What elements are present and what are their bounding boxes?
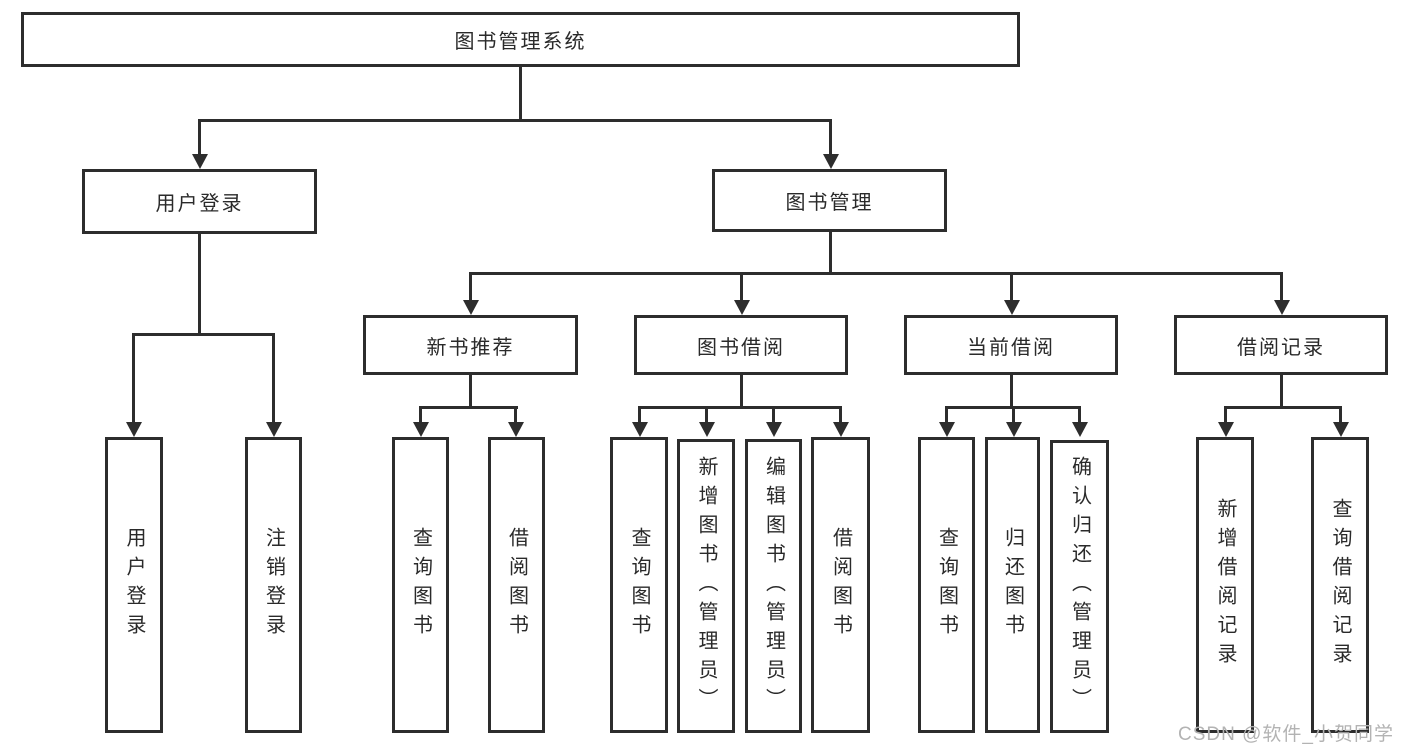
connector-arrow-records-add bbox=[1224, 406, 1227, 422]
node-book-management: 图书管理 bbox=[712, 169, 947, 232]
leaf-borrow-add-books-admin-label: 新增图书（管理员） bbox=[695, 455, 717, 717]
connector-arrow-borrow-borrow bbox=[839, 406, 842, 422]
leaf-borrow-query-books-label: 查询图书 bbox=[628, 527, 650, 643]
connector-current-stem bbox=[1010, 375, 1013, 407]
connector-borrow-branch bbox=[638, 406, 841, 409]
connector-arrow-current-return bbox=[1012, 406, 1015, 422]
connector-arrow-recommend-query bbox=[419, 406, 422, 422]
leaf-recommend-borrow-books: 借阅图书 bbox=[488, 437, 545, 733]
leaf-borrow-add-books-admin: 新增图书（管理员） bbox=[677, 439, 735, 733]
leaf-logout: 注销登录 bbox=[245, 437, 302, 733]
node-user-login-label: 用户登录 bbox=[155, 193, 244, 215]
leaf-borrow-query-books: 查询图书 bbox=[610, 437, 668, 733]
node-book-management-label: 图书管理 bbox=[785, 192, 874, 214]
leaf-records-query-record-label: 查询借阅记录 bbox=[1329, 498, 1351, 672]
leaf-borrow-borrow-books-label: 借阅图书 bbox=[829, 527, 852, 643]
leaf-current-query-books-label: 查询图书 bbox=[935, 527, 958, 643]
connector-recommend-branch bbox=[419, 406, 518, 409]
node-borrow-records-label: 借阅记录 bbox=[1237, 336, 1325, 359]
connector-user-login-branch bbox=[132, 333, 275, 336]
node-library-system-label: 图书管理系统 bbox=[454, 31, 587, 53]
leaf-borrow-borrow-books: 借阅图书 bbox=[811, 437, 870, 733]
node-book-borrow-label: 图书借阅 bbox=[697, 336, 785, 359]
connector-arrow-book-management bbox=[829, 119, 832, 154]
connector-arrow-borrow-add bbox=[705, 406, 708, 422]
leaf-recommend-borrow-books-label: 借阅图书 bbox=[505, 527, 528, 643]
connector-records-branch bbox=[1224, 406, 1341, 409]
node-borrow-records: 借阅记录 bbox=[1174, 315, 1388, 375]
leaf-current-return-books-label: 归还图书 bbox=[1001, 527, 1024, 643]
connector-records-stem bbox=[1280, 375, 1283, 407]
leaf-recommend-query-books: 查询图书 bbox=[392, 437, 449, 733]
leaf-current-return-books: 归还图书 bbox=[985, 437, 1040, 733]
node-library-system: 图书管理系统 bbox=[21, 12, 1020, 67]
node-current-borrow-label: 当前借阅 bbox=[967, 336, 1055, 359]
connector-arrow-book-borrow bbox=[740, 272, 743, 300]
leaf-borrow-edit-books-admin-label: 编辑图书（管理员） bbox=[762, 455, 785, 717]
connector-arrow-records-query bbox=[1339, 406, 1342, 422]
leaf-logout-label: 注销登录 bbox=[262, 527, 285, 643]
node-book-borrow: 图书借阅 bbox=[634, 315, 848, 375]
connector-arrow-current-query bbox=[945, 406, 948, 422]
leaf-user-login: 用户登录 bbox=[105, 437, 163, 733]
connector-arrow-recommend-borrow bbox=[514, 406, 517, 422]
node-new-book-recommend: 新书推荐 bbox=[363, 315, 578, 375]
leaf-recommend-query-books-label: 查询图书 bbox=[409, 527, 432, 643]
connector-arrow-current-borrow bbox=[1010, 272, 1013, 300]
leaf-current-confirm-return-admin: 确认归还（管理员） bbox=[1050, 440, 1109, 733]
connector-arrow-login-leaf bbox=[132, 333, 135, 422]
csdn-watermark: CSDN @软件_小贺同学 bbox=[1178, 724, 1394, 745]
connector-arrow-borrow-edit bbox=[772, 406, 775, 422]
connector-arrow-borrow-query bbox=[638, 406, 641, 422]
node-new-book-recommend-label: 新书推荐 bbox=[426, 336, 515, 359]
leaf-records-add-record-label: 新增借阅记录 bbox=[1214, 498, 1236, 672]
connector-root-stem bbox=[519, 67, 522, 119]
leaf-user-login-label: 用户登录 bbox=[123, 527, 145, 643]
connector-arrow-current-confirm bbox=[1078, 406, 1081, 422]
connector-borrow-stem bbox=[740, 375, 743, 407]
connector-arrow-new-book-recommend bbox=[469, 272, 472, 300]
connector-root-branch bbox=[198, 119, 832, 122]
leaf-borrow-edit-books-admin: 编辑图书（管理员） bbox=[745, 439, 802, 733]
connector-arrow-borrow-records bbox=[1280, 272, 1283, 300]
connector-recommend-stem bbox=[469, 375, 472, 407]
leaf-current-query-books: 查询图书 bbox=[918, 437, 975, 733]
leaf-current-confirm-return-admin-label: 确认归还（管理员） bbox=[1068, 456, 1091, 717]
connector-arrow-logout-leaf bbox=[272, 333, 275, 422]
connector-book-management-branch bbox=[469, 272, 1283, 275]
connector-book-management-stem bbox=[829, 232, 832, 273]
node-current-borrow: 当前借阅 bbox=[904, 315, 1118, 375]
node-user-login: 用户登录 bbox=[82, 169, 317, 234]
leaf-records-add-record: 新增借阅记录 bbox=[1196, 437, 1254, 733]
connector-arrow-user-login bbox=[198, 119, 201, 154]
leaf-records-query-record: 查询借阅记录 bbox=[1311, 437, 1369, 733]
connector-user-login-stem bbox=[198, 234, 201, 335]
